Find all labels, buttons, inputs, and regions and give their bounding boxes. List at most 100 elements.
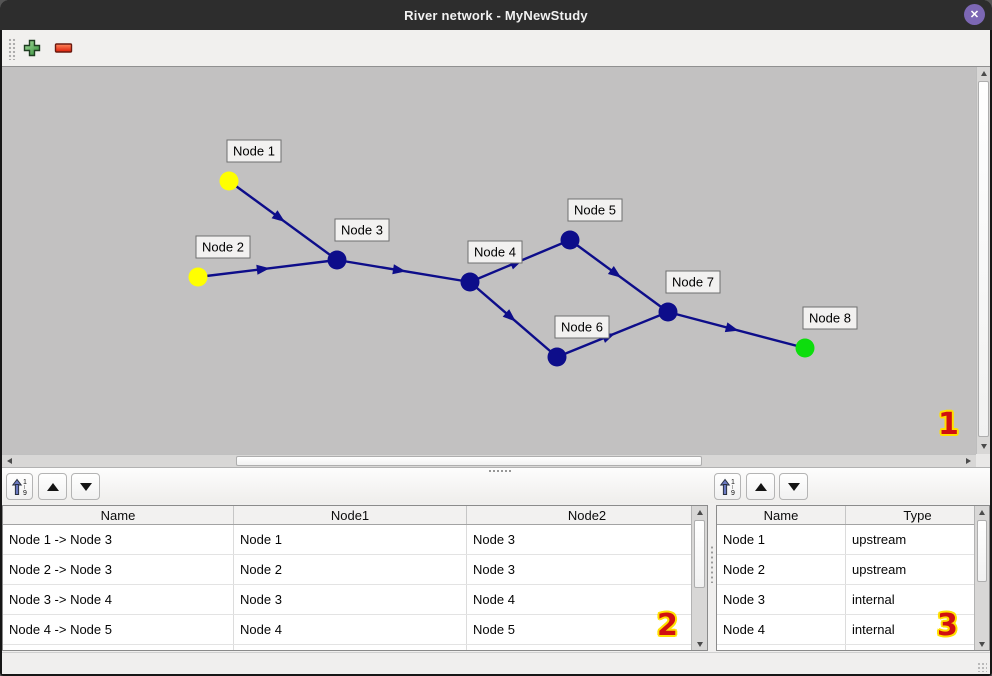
scroll-thumb[interactable] — [694, 520, 705, 588]
remove-button[interactable] — [52, 36, 76, 60]
vertical-scroll-thumb[interactable] — [978, 81, 989, 437]
add-button[interactable] — [20, 36, 44, 60]
table-cell[interactable]: Node 3 — [473, 532, 515, 547]
reach-move-up-button[interactable] — [38, 473, 67, 500]
edge-arrowhead — [724, 322, 739, 333]
sort-ascending-icon: 1 9 — [719, 478, 735, 497]
canvas-vertical-scrollbar[interactable] — [976, 67, 990, 454]
scroll-down-arrow[interactable] — [977, 440, 990, 453]
table-cell[interactable]: Node 2 — [234, 555, 467, 584]
table-cell[interactable] — [3, 645, 234, 650]
toolbar-drag-handle[interactable] — [8, 38, 16, 60]
table-cell[interactable]: Node 1 — [717, 525, 846, 554]
table-row[interactable]: Node 3 internal — [717, 585, 974, 615]
table-cell[interactable] — [467, 645, 691, 650]
table-cell[interactable] — [717, 645, 846, 650]
table-cell[interactable]: Node 3 — [473, 562, 515, 577]
scroll-down-arrow[interactable] — [975, 638, 989, 650]
scroll-up-arrow[interactable] — [975, 506, 989, 518]
lower-toolbar-row: 1 9 1 9 — [2, 467, 990, 503]
table-splitter-handle[interactable] — [710, 545, 714, 583]
table-cell[interactable] — [234, 645, 467, 650]
reach-move-down-button[interactable] — [71, 473, 100, 500]
node-move-up-button[interactable] — [746, 473, 775, 500]
table-cell[interactable]: internal — [852, 592, 895, 607]
table-cell[interactable]: Node 2 — [717, 555, 846, 584]
table-cell[interactable]: Node 1 -> Node 3 — [3, 525, 234, 554]
table-cell[interactable]: Node 5 — [473, 622, 515, 637]
bottom-bar — [2, 652, 990, 674]
table-row[interactable] — [3, 645, 691, 650]
table-cell[interactable]: Node 4 — [717, 615, 846, 644]
sort-ascending-icon: 1 9 — [11, 478, 27, 497]
table-cell[interactable]: internal — [852, 622, 895, 637]
column-header-node1[interactable]: Node1 — [234, 506, 467, 524]
node-circle-node3[interactable] — [327, 250, 347, 270]
node-circle-node7[interactable] — [658, 302, 678, 322]
node-circle-node5[interactable] — [560, 230, 580, 250]
node-circle-node8[interactable] — [795, 338, 815, 358]
node-label: Node 3 — [341, 223, 383, 238]
node-circle-node4[interactable] — [460, 272, 480, 292]
down-arrow-icon — [79, 482, 92, 491]
column-header-name[interactable]: Name — [3, 506, 234, 524]
node-circle-node2[interactable] — [188, 267, 208, 287]
table-cell[interactable]: Node 4 — [473, 592, 515, 607]
table-cell[interactable] — [846, 645, 974, 650]
scroll-thumb[interactable] — [977, 520, 987, 582]
node-label-box — [467, 240, 523, 264]
down-arrow-icon — [787, 482, 800, 491]
column-header-name[interactable]: Name — [717, 506, 846, 524]
reach-sort-button[interactable]: 1 9 — [6, 473, 33, 500]
table-cell[interactable]: Node 3 -> Node 4 — [3, 585, 234, 614]
node-sort-button[interactable]: 1 9 — [714, 473, 741, 500]
column-header-type[interactable]: Type — [903, 507, 932, 523]
svg-text:9: 9 — [23, 490, 27, 497]
reach-table-scrollbar[interactable] — [691, 506, 707, 650]
table-row[interactable] — [717, 645, 974, 650]
table-cell[interactable]: Node 2 -> Node 3 — [3, 555, 234, 584]
scroll-down-arrow[interactable] — [692, 638, 707, 650]
scroll-up-arrow[interactable] — [692, 506, 707, 518]
titlebar[interactable]: River network - MyNewStudy ✕ — [0, 0, 992, 30]
close-button[interactable]: ✕ — [964, 4, 985, 25]
column-header-node2[interactable]: Node2 — [567, 507, 607, 523]
table-cell[interactable]: Node 3 — [234, 585, 467, 614]
edge-arrowhead — [392, 264, 406, 275]
table-cell[interactable]: upstream — [852, 532, 907, 547]
svg-text:1: 1 — [23, 479, 27, 486]
table-cell[interactable]: Node 3 — [717, 585, 846, 614]
scroll-right-arrow[interactable] — [962, 455, 974, 467]
pane-splitter-handle[interactable] — [488, 469, 512, 473]
resize-grip[interactable] — [977, 662, 987, 672]
node-label-box — [665, 270, 721, 294]
node-label-box — [195, 235, 251, 259]
node-circle-node1[interactable] — [219, 171, 239, 191]
scroll-up-arrow[interactable] — [977, 67, 990, 80]
table-cell[interactable]: Node 1 — [234, 525, 467, 554]
horizontal-scroll-thumb[interactable] — [236, 456, 702, 466]
table-cell[interactable]: Node 4 -> Node 5 — [3, 615, 234, 644]
table-row[interactable]: Node 2 upstream — [717, 555, 974, 585]
scroll-left-arrow[interactable] — [3, 455, 15, 467]
canvas-horizontal-scrollbar[interactable] — [2, 454, 976, 467]
table-row[interactable]: Node 1 upstream — [717, 525, 974, 555]
node-move-down-button[interactable] — [779, 473, 808, 500]
minus-icon — [54, 43, 73, 53]
node-label: Node 5 — [574, 203, 616, 218]
table-cell[interactable]: Node 4 — [234, 615, 467, 644]
table-row[interactable]: Node 4 internal — [717, 615, 974, 645]
table-cell[interactable]: upstream — [852, 562, 907, 577]
node-table-scrollbar[interactable] — [974, 506, 989, 650]
node-circle-node6[interactable] — [547, 347, 567, 367]
